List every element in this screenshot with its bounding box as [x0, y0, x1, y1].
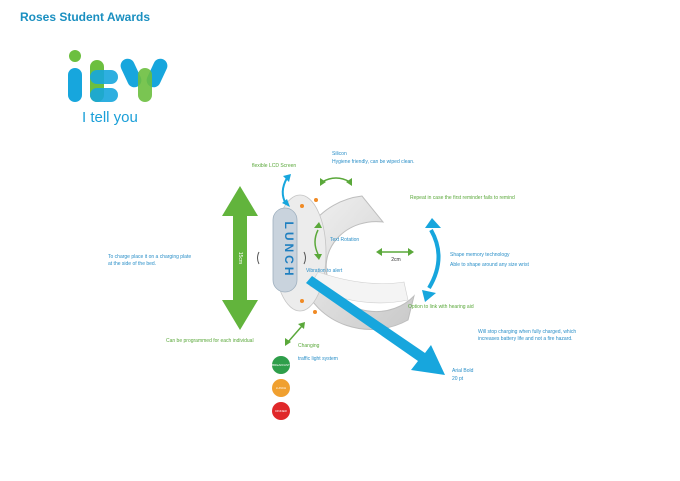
vibration-note: Vibration to alert	[306, 268, 343, 274]
logo-tagline: I tell you	[82, 109, 138, 126]
shape-memory-title: Shape memory technology	[450, 252, 510, 258]
programmed-note: Can be programmed for each individual	[166, 338, 254, 344]
height-label: 15cm	[237, 252, 243, 264]
silicon-title: Silicon	[332, 151, 347, 157]
silicon-desc: Hygiene friendly, can be wiped clean.	[332, 159, 415, 165]
font-note-line2: 20 pt	[452, 376, 464, 382]
gap-label: 2cm	[391, 257, 400, 263]
text-rotation-note: Text Rotation	[330, 237, 360, 243]
stop-charging-line1: Will stop charging when fully charged, w…	[478, 329, 577, 335]
traffic-light-amber: LUNCH	[272, 379, 290, 397]
shape-memory-desc: Able to shape around any size wrist	[450, 262, 529, 268]
font-note-line1: Arial Bold	[452, 368, 474, 374]
height-arrow-icon	[222, 186, 258, 330]
hearing-aid-note: Option to link with hearing aid	[408, 304, 474, 310]
stop-charging-line2: increases battery life and not a fire ha…	[478, 336, 573, 342]
traffic-light-red: DINNER	[272, 402, 290, 420]
page-title: Roses Student Awards	[20, 10, 151, 24]
traffic-light-note: traffic light system	[298, 356, 338, 362]
lcd-screen	[272, 207, 298, 293]
charge-note-line1: To charge place it on a charging plate	[108, 254, 192, 260]
ity-logo-icon	[68, 50, 168, 102]
flexible-screen-note: flexible LCD Screen	[252, 163, 297, 169]
changing-note: Changing	[298, 343, 320, 349]
repeat-note: Repeat in case the first reminder fails …	[410, 195, 515, 201]
screen-text: LUNCH	[282, 222, 296, 279]
traffic-light-green: BREAKFAST	[272, 356, 290, 374]
diagonal-arrow-icon	[306, 276, 445, 375]
charge-note-line2: at the side of the bed.	[108, 261, 157, 267]
